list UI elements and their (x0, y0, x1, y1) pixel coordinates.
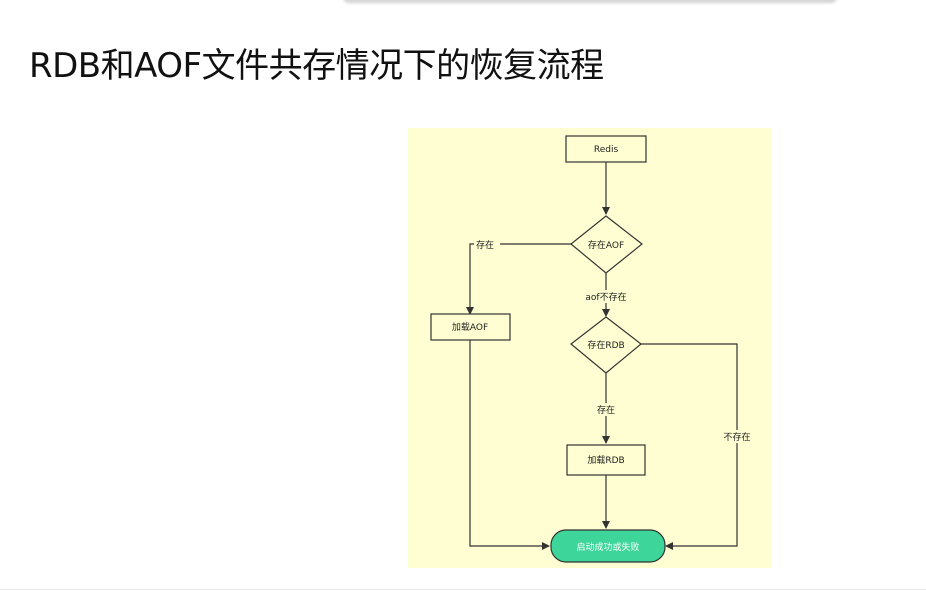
node-rdb-check-diamond (570, 316, 642, 374)
node-aof-check-label: 存在AOF (588, 239, 624, 251)
node-load-aof-box (430, 313, 511, 341)
node-end-terminal (550, 529, 666, 563)
bottom-divider (0, 589, 926, 590)
node-load-rdb-box (566, 444, 646, 476)
edge-rdb-missing (641, 343, 738, 550)
edge-label-aof-missing: aof不存在 (585, 291, 626, 303)
node-aof-check-diamond (570, 215, 643, 274)
node-end-label: 启动成功或失败 (576, 541, 639, 553)
flowchart-diagram: 存在 aof不存在 存在 不存在 Redis 存在AOF 加载AOF 存在RDB… (408, 128, 772, 568)
node-redis-box (565, 135, 647, 163)
node-redis-label: Redis (594, 145, 619, 155)
edge-label-aof-exists: 存在 (476, 239, 494, 251)
node-load-rdb-label: 加载RDB (587, 454, 624, 466)
flowchart-svg: 存在 aof不存在 存在 不存在 Redis 存在AOF 加载AOF 存在RDB… (408, 128, 772, 568)
top-tab (343, 0, 837, 1)
edge-aof-exists (466, 243, 571, 315)
edge-load-aof-to-end (469, 340, 550, 550)
node-load-aof-label: 加载AOF (452, 321, 488, 333)
node-rdb-check-label: 存在RDB (587, 339, 624, 351)
slide-title: RDB和AOF文件共存情况下的恢复流程 (29, 46, 604, 86)
edge-label-rdb-missing: 不存在 (723, 431, 750, 443)
edge-label-rdb-exists: 存在 (597, 404, 615, 416)
